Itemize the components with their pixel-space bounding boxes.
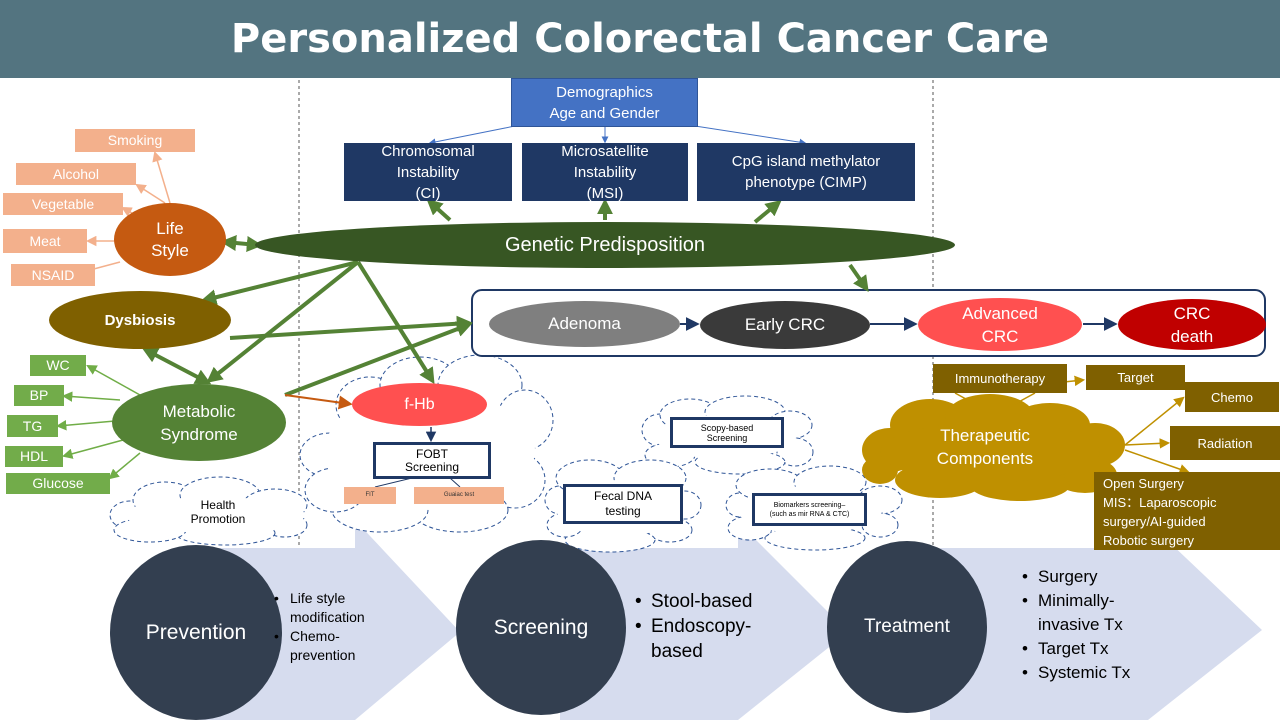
scopy-line1: Scopy-based — [700, 422, 754, 433]
msi-line3: (MSI) — [586, 184, 624, 202]
fecal-line2: testing — [605, 504, 641, 518]
tg-factor: TG — [7, 415, 58, 437]
fhb-node: f-Hb — [352, 383, 487, 426]
biomarkers-line2: (such as mir RNA & CTC) — [769, 510, 850, 518]
cimp-line1: CpG island methylator — [731, 153, 881, 170]
advanced-line1: Advanced — [962, 303, 1038, 323]
fobt-line2: Screening — [404, 459, 460, 474]
health-cloud — [109, 476, 308, 546]
prevention-bullet: Life style modification — [274, 589, 424, 627]
ci-line2: Instability — [396, 163, 460, 181]
chemo-box: Chemo — [1185, 382, 1279, 412]
msi-line1: Microsatellite — [561, 142, 649, 160]
treatment-bullet: Minimally-invasive Tx — [1022, 589, 1172, 637]
bullet-text: modification — [290, 609, 365, 625]
vegetable-factor: Vegetable — [3, 193, 123, 215]
bullet-text: Life style — [290, 590, 346, 606]
bullet-text: Minimally- — [1038, 591, 1115, 610]
fit-box: FIT — [344, 487, 396, 504]
target-box: Target — [1086, 365, 1185, 390]
health-line2: Promotion — [190, 512, 246, 526]
therapeutic-line1: Therapeutic — [940, 426, 1030, 445]
prevention-stage: Prevention — [110, 545, 282, 720]
fobt-line1: FOBT — [415, 446, 448, 461]
guaiac-box: Guaiac test — [414, 487, 504, 504]
nsaid-factor: NSAID — [11, 264, 95, 286]
wc-factor: WC — [30, 355, 86, 376]
prevention-bullet: Chemo-prevention — [274, 627, 424, 665]
bullet-text: Chemo- — [290, 628, 340, 644]
bullet-text: based — [651, 641, 703, 662]
treatment-bullet: Target Tx — [1022, 637, 1172, 661]
bp-factor: BP — [14, 385, 64, 406]
glucose-factor: Glucose — [6, 473, 110, 494]
therapeutic-line2: Components — [936, 449, 1034, 468]
metabolic-line2: Syndrome — [160, 424, 238, 444]
health-line1: Health — [200, 498, 236, 512]
radiation-box: Radiation — [1170, 426, 1280, 460]
adenoma-node: Adenoma — [489, 301, 680, 347]
treatment-bullet: Systemic Tx — [1022, 661, 1172, 685]
demographics-line1: Demographics — [556, 83, 653, 101]
crc-death-node: CRC death — [1118, 299, 1266, 350]
biomarkers-box: Biomarkers screening–(such as mir RNA & … — [752, 493, 867, 526]
bullet-text: Endoscopy- — [651, 616, 752, 637]
ci-line1: Chromosomal — [381, 142, 475, 160]
treatment-stage: Treatment — [827, 541, 987, 713]
prevention-bullets: Life style modification Chemo-prevention — [274, 589, 424, 665]
screening-bullet: Endoscopy-based — [635, 614, 785, 664]
smoking-factor: Smoking — [75, 129, 195, 152]
msi-line2: Instability — [573, 163, 637, 181]
metabolic-line1: Metabolic — [162, 401, 236, 421]
surgery-line1: Open Surgery — [1103, 476, 1184, 491]
biomarkers-line1: Biomarkers screening– — [773, 501, 846, 509]
treatment-bullet: Surgery — [1022, 565, 1172, 589]
meat-factor: Meat — [3, 229, 87, 253]
treatment-bullets: Surgery Minimally-invasive Tx Target Tx … — [1022, 565, 1172, 685]
cimp-box: CpG island methylator phenotype (CIMP) — [697, 143, 915, 201]
surgery-options-box: Open Surgery MIS：Laparoscopic surgery/AI… — [1094, 472, 1280, 550]
alcohol-factor: Alcohol — [16, 163, 136, 185]
bullet-text: Systemic Tx — [1038, 663, 1131, 682]
surgery-line4: Robotic surgery — [1103, 533, 1195, 548]
ci-line3: (CI) — [415, 184, 441, 202]
bullet-text: Stool-based — [651, 591, 753, 612]
bullet-text: invasive Tx — [1038, 615, 1123, 634]
lifestyle-line2: Style — [151, 240, 189, 260]
immunotherapy-box: Immunotherapy — [933, 364, 1067, 393]
cimp-line2: phenotype (CIMP) — [745, 174, 867, 191]
bullet-text: Target Tx — [1038, 639, 1109, 658]
fecal-line1: Fecal DNA — [593, 489, 652, 503]
genetic-predisposition: Genetic Predisposition — [255, 222, 955, 268]
death-line2: death — [1170, 326, 1214, 346]
dysbiosis-node: Dysbiosis — [49, 291, 231, 349]
scopy-line2: Screening — [706, 432, 748, 443]
advanced-line2: CRC — [981, 326, 1019, 346]
surgery-line3: surgery/AI-guided — [1103, 514, 1206, 529]
bullet-text: Surgery — [1038, 567, 1098, 586]
screening-stage: Screening — [456, 540, 626, 715]
hdl-factor: HDL — [5, 446, 63, 467]
bullet-text: prevention — [290, 647, 356, 663]
demographics-line2: Age and Gender — [549, 104, 660, 122]
screening-bullet: Stool-based — [635, 589, 785, 614]
lifestyle-line1: Life — [156, 218, 184, 238]
screening-bullets: Stool-based Endoscopy-based — [635, 589, 785, 664]
death-line1: CRC — [1173, 303, 1211, 323]
early-crc-node: Early CRC — [700, 301, 870, 349]
page-title: Personalized Colorectal Cancer Care — [0, 0, 1280, 78]
surgery-line2: MIS：Laparoscopic — [1103, 495, 1217, 510]
